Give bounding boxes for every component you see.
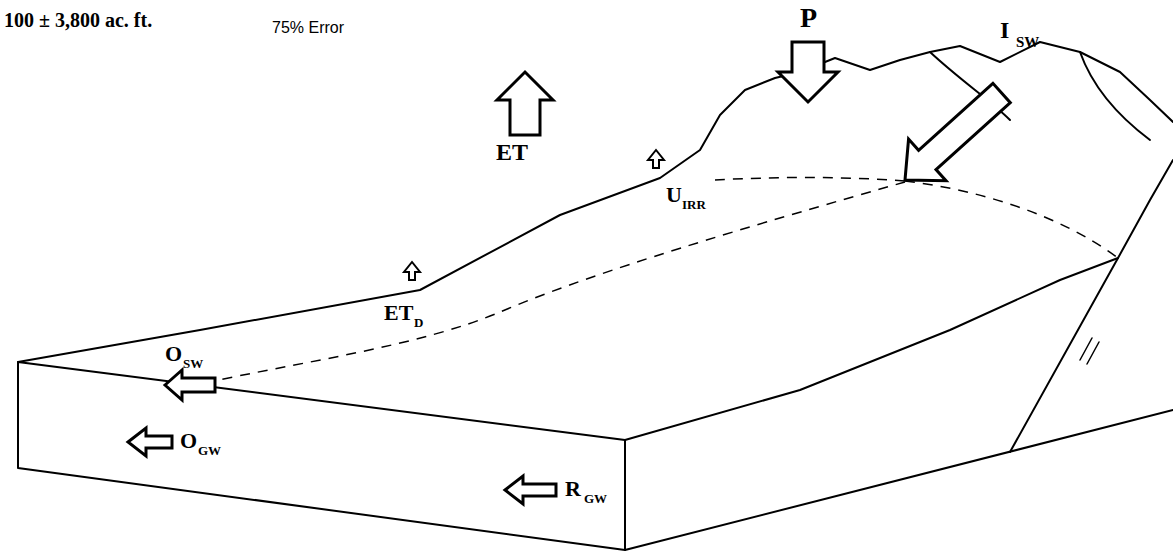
flux-symbol: P: [800, 4, 817, 32]
irrigation-arrow: [648, 150, 664, 168]
mountain-front: [715, 178, 905, 182]
ridge-line: [1080, 52, 1150, 140]
flux-subscript: IRR: [682, 198, 706, 211]
flux-subscript: GW: [584, 492, 607, 505]
surface-inflow-arrow: [886, 72, 1020, 201]
block-right-face: [625, 410, 1173, 550]
budget-value: 100 ± 3,800 ac. ft.: [4, 10, 152, 30]
flux-subscript: SW: [1016, 35, 1039, 50]
mountain-front: [905, 181, 1118, 258]
flux-subscript: SW: [183, 357, 203, 370]
precipitation-arrow: [778, 42, 838, 102]
flux-symbol: U: [666, 184, 682, 206]
groundwater-outflow-arrow: [128, 428, 172, 456]
flux-subscript: D: [414, 316, 423, 329]
mountain-skyline: [18, 42, 1173, 362]
terrain-profile: [625, 160, 1173, 440]
flux-symbol: ET: [384, 302, 413, 324]
flux-subscript: GW: [198, 444, 221, 457]
error-note: 75% Error: [272, 20, 344, 36]
flux-symbol: O: [165, 343, 182, 365]
groundwater-recharge-arrow: [505, 476, 556, 504]
fault-mark: [1080, 338, 1099, 364]
flux-symbol: O: [180, 430, 197, 452]
stream-channel: [205, 182, 905, 383]
fault-line: [1010, 258, 1118, 452]
surface-outflow-arrow: [165, 370, 215, 400]
flux-symbol: ET: [496, 140, 528, 164]
et-drain-arrow: [404, 262, 420, 280]
flux-symbol: R: [565, 478, 581, 500]
flux-symbol: I: [1000, 18, 1009, 42]
block-front-face: [18, 362, 625, 550]
et-arrow: [497, 72, 553, 135]
